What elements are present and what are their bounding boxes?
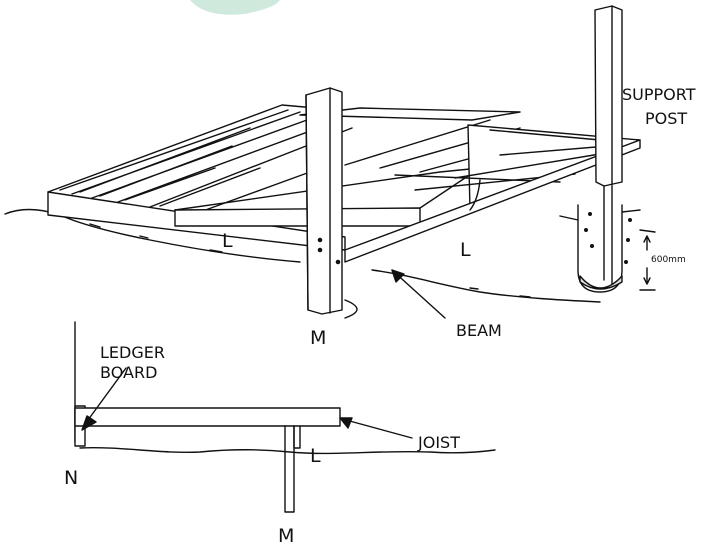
label-joist: JOIST bbox=[417, 433, 460, 452]
label-m-bottom: M bbox=[278, 525, 294, 547]
support-post-left bbox=[305, 87, 343, 315]
post-lower bbox=[284, 425, 295, 513]
label-ledger-1: LEDGER bbox=[100, 343, 165, 362]
ground-line bbox=[4, 208, 601, 319]
deck-right-joists bbox=[394, 129, 621, 191]
depth-dimension bbox=[639, 229, 656, 291]
joist-lower bbox=[74, 407, 341, 427]
label-l-right: L bbox=[460, 239, 471, 261]
post-footing-right bbox=[577, 204, 623, 293]
label-l-left: L bbox=[222, 230, 233, 252]
label-l-bottom: L bbox=[310, 445, 321, 467]
ground-lower bbox=[79, 446, 496, 455]
ground-scratch bbox=[89, 223, 531, 298]
footing-gravel bbox=[579, 275, 623, 290]
support-post-right bbox=[594, 5, 623, 187]
accent-blob bbox=[190, 0, 280, 15]
label-ledger-2: BOARD bbox=[100, 363, 157, 382]
label-beam: BEAM bbox=[456, 321, 502, 340]
label-support-post-2: POST bbox=[645, 109, 687, 128]
right-beam bbox=[344, 139, 641, 263]
label-m-top: M bbox=[310, 327, 326, 349]
label-depth: 600mm bbox=[651, 255, 686, 265]
label-n: N bbox=[64, 467, 78, 489]
joist-arrow bbox=[345, 419, 413, 439]
loose-plank bbox=[174, 207, 421, 227]
label-support-post-1: SUPPORT bbox=[622, 85, 696, 104]
ledger-arrow bbox=[87, 367, 127, 421]
deck-boards-left bbox=[59, 109, 353, 213]
